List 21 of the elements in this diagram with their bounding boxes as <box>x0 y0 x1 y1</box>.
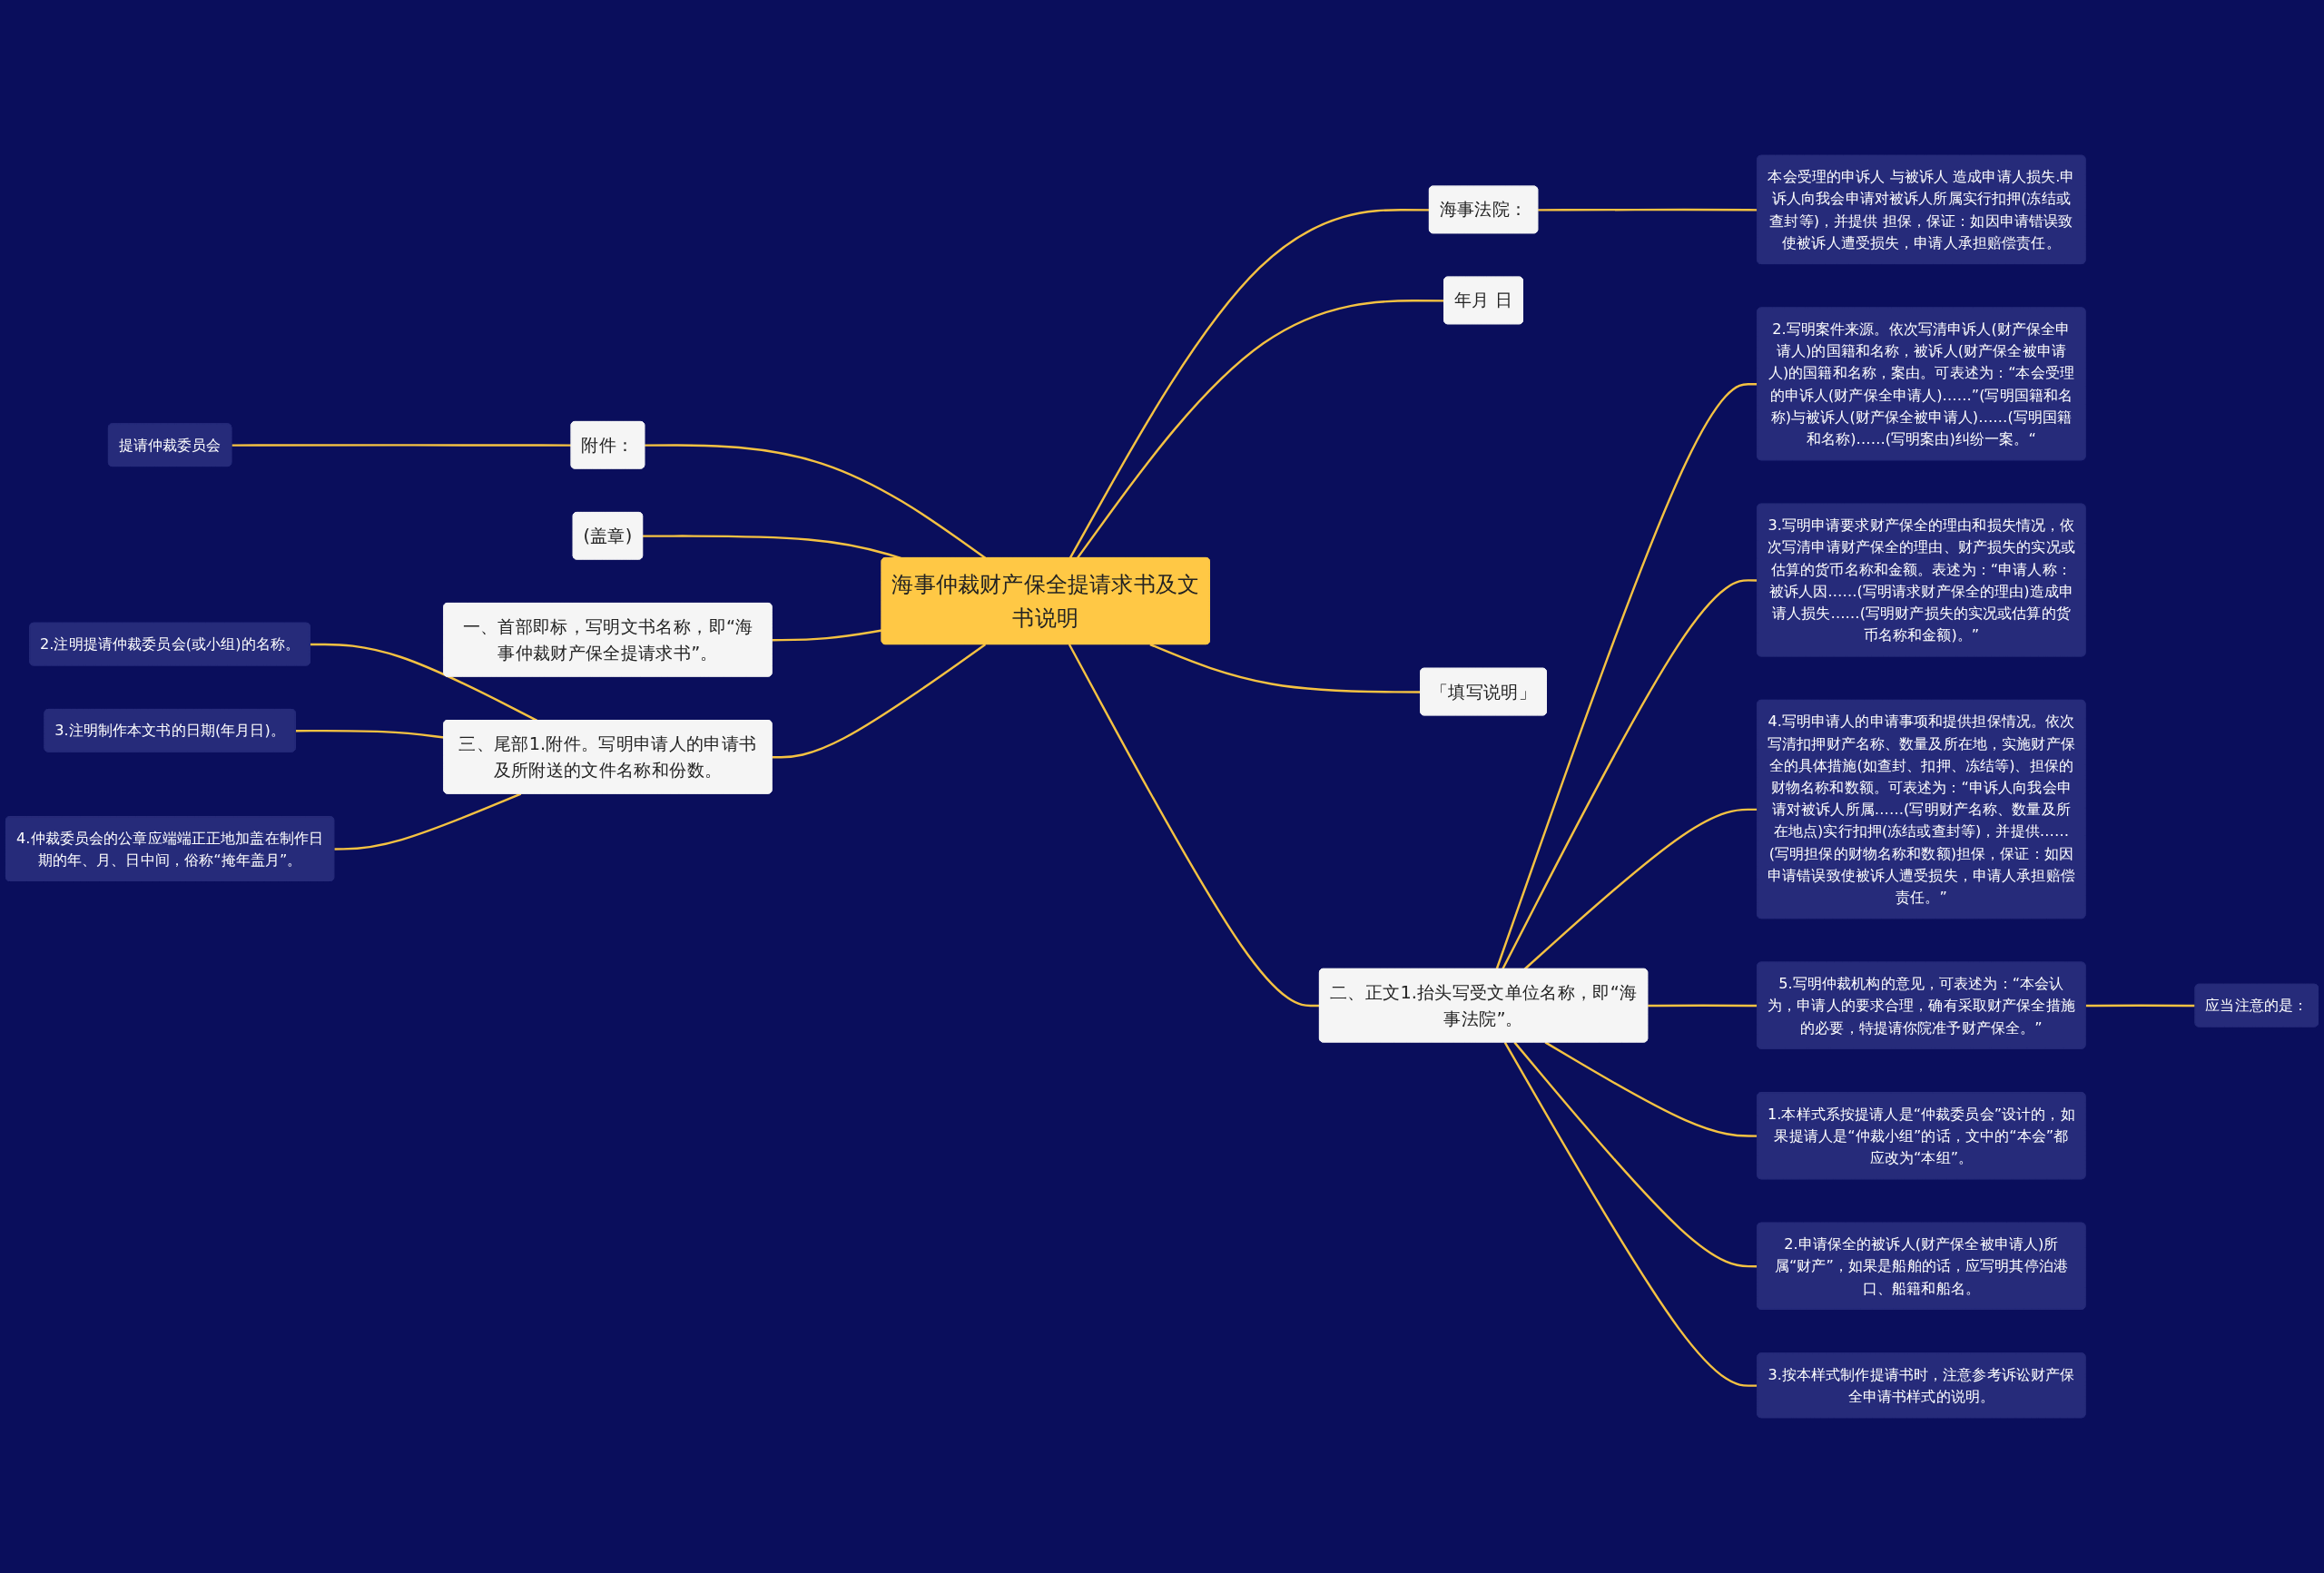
connector <box>1076 300 1445 559</box>
connector <box>334 792 522 850</box>
connector <box>1503 1041 1758 1387</box>
connector <box>1502 579 1758 970</box>
connector <box>772 629 882 642</box>
connector <box>1495 383 1758 970</box>
connector <box>1544 1041 1758 1137</box>
connector <box>295 729 445 739</box>
connector <box>1648 1004 1758 1008</box>
connector <box>1068 644 1320 1008</box>
connector <box>772 644 987 759</box>
connector <box>645 444 987 559</box>
connector <box>2085 1004 2196 1008</box>
connector <box>1068 209 1430 559</box>
connector <box>1513 1041 1758 1268</box>
connector <box>310 643 538 722</box>
connector <box>1523 808 1758 970</box>
connector <box>231 444 572 447</box>
connector <box>643 535 901 559</box>
connector <box>1538 208 1758 211</box>
connector <box>1149 643 1422 693</box>
